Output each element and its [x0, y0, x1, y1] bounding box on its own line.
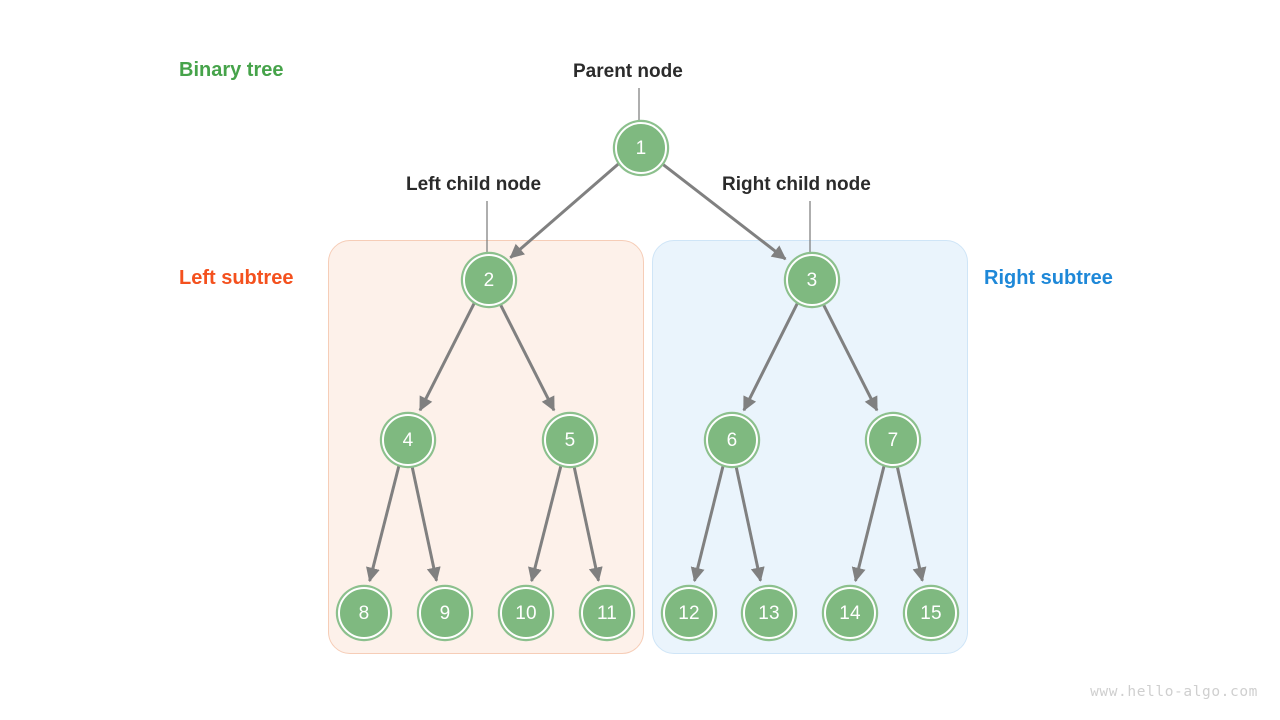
tree-edge — [509, 162, 620, 259]
tree-edge — [497, 301, 556, 412]
tree-edge — [528, 463, 563, 583]
tree-edge — [690, 463, 725, 583]
tree-edge — [659, 161, 787, 261]
tree-edge — [742, 301, 800, 412]
tree-node-14[interactable]: 14 — [824, 587, 876, 639]
tree-edge — [734, 464, 765, 582]
tree-node-7[interactable]: 7 — [867, 414, 919, 466]
tree-node-label: 11 — [596, 602, 618, 624]
tree-node-10[interactable]: 10 — [500, 587, 552, 639]
annotation-title: Binary tree — [179, 59, 284, 81]
annotation-left-subtree: Left subtree — [179, 267, 294, 289]
tree-edge — [410, 464, 441, 582]
tree-node-label: 2 — [483, 269, 495, 291]
tree-node-label: 1 — [635, 137, 647, 159]
tree-node-6[interactable]: 6 — [706, 414, 758, 466]
annotation-left-child-node: Left child node — [406, 174, 542, 195]
tree-node-8[interactable]: 8 — [338, 587, 390, 639]
tree-node-12[interactable]: 12 — [663, 587, 715, 639]
tree-node-3[interactable]: 3 — [786, 254, 838, 306]
tree-node-label: 5 — [564, 429, 576, 451]
tree-node-label: 10 — [515, 602, 537, 624]
tree-edge — [895, 464, 927, 582]
tree-node-label: 15 — [920, 602, 942, 624]
tree-node-9[interactable]: 9 — [419, 587, 471, 639]
tree-node-label: 12 — [678, 602, 700, 624]
tree-node-2[interactable]: 2 — [463, 254, 515, 306]
tree-edge — [572, 464, 603, 582]
tree-edge — [820, 301, 879, 412]
watermark: www.hello-algo.com — [1090, 684, 1258, 700]
tree-node-11[interactable]: 11 — [581, 587, 633, 639]
tree-node-15[interactable]: 15 — [905, 587, 957, 639]
annotation-right-subtree: Right subtree — [984, 267, 1113, 289]
tree-node-label: 9 — [439, 602, 451, 624]
tree-edge — [418, 301, 477, 412]
annotation-right-child-node: Right child node — [722, 174, 871, 195]
tree-node-label: 7 — [887, 429, 899, 451]
tree-node-5[interactable]: 5 — [544, 414, 596, 466]
tree-node-label: 6 — [726, 429, 738, 451]
tree-edge — [851, 463, 886, 583]
tree-node-label: 14 — [839, 602, 861, 624]
tree-node-label: 4 — [402, 429, 414, 451]
tree-edge — [366, 463, 401, 583]
tree-node-13[interactable]: 13 — [743, 587, 795, 639]
tree-node-label: 8 — [358, 602, 370, 624]
annotation-parent-node: Parent node — [573, 61, 683, 82]
tree-node-label: 3 — [806, 269, 818, 291]
tree-node-label: 13 — [758, 602, 780, 624]
tree-node-4[interactable]: 4 — [382, 414, 434, 466]
tree-node-1[interactable]: 1 — [615, 122, 667, 174]
